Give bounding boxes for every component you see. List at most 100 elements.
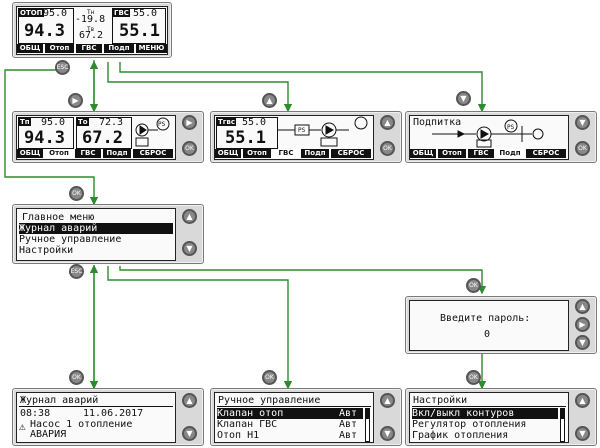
tv-value: 67.2	[79, 30, 104, 41]
password-panel: Введите пароль: 0 ▲ ▶ ▼	[405, 296, 597, 354]
dhw-tab-obsh[interactable]: ОБЩ	[215, 149, 241, 158]
tgvs-value: 55.1	[225, 128, 266, 148]
password-nav-down[interactable]: ▼	[575, 335, 590, 350]
esc-button-menu[interactable]: ESC	[69, 264, 84, 279]
menu-item-manual-control[interactable]: Ручное управление	[19, 234, 122, 245]
ok-button-settings[interactable]: OK	[466, 370, 481, 385]
dhw-nav-up[interactable]: ▲	[380, 115, 395, 130]
makeup-tab-reset[interactable]: СБРОС	[526, 149, 566, 158]
main-tab-gvs[interactable]: ГВС	[76, 44, 102, 53]
menu-nav-down[interactable]: ▼	[182, 241, 197, 256]
tp-label: Тп	[19, 118, 31, 126]
makeup-tab-obsh[interactable]: ОБЩ	[410, 149, 436, 158]
heating-nav-right[interactable]: ▶	[182, 115, 197, 130]
makeup-screen-panel: Подпитка PS ОБЩ Отоп ГВС Подп СБРОС ▼ OK	[405, 111, 597, 163]
main-menu-title: Главное меню	[22, 212, 95, 223]
main-tab-podp[interactable]: Подп	[104, 44, 134, 53]
tgvs-setpoint: 55.0	[242, 117, 267, 128]
makeup-diagram	[432, 119, 544, 148]
manual-row-mode[interactable]: Авт	[339, 419, 358, 430]
tgvs-box: Тгвс 55.0 55.1	[216, 117, 278, 149]
ok-button-alarm[interactable]: OK	[69, 370, 84, 385]
dhw-tab-reset[interactable]: СБРОС	[331, 149, 371, 158]
makeup-tab-gvs[interactable]: ГВС	[468, 149, 494, 158]
to-setpoint: 72.3	[99, 117, 124, 128]
heating-tab-otop[interactable]: Отоп	[45, 149, 73, 158]
heating-tab-gvs[interactable]: ГВС	[75, 149, 101, 158]
ok-button-manual[interactable]: OK	[262, 370, 277, 385]
to-box: То 72.3 67.2	[76, 117, 132, 149]
main-tab-menu[interactable]: МЕНЮ	[136, 44, 167, 53]
esc-button-main[interactable]: ESC	[55, 60, 70, 75]
settings-item[interactable]: График отопления	[412, 430, 509, 441]
main-otop-box: ОТОП 95.0 94.3	[18, 8, 74, 44]
alarm-nav-down[interactable]: ▼	[182, 426, 197, 441]
settings-nav-down[interactable]: ▼	[575, 426, 590, 441]
settings-item[interactable]: Регулятор отопления	[412, 419, 527, 430]
heating-tab-podp[interactable]: Подп	[103, 149, 131, 158]
heating-ps-label: PS	[158, 121, 166, 128]
heating-tab-reset[interactable]: СБРОС	[133, 149, 173, 158]
main-menu-lcd: Главное меню Журнал аварий Ручное управл…	[16, 208, 176, 261]
ok-button-menu[interactable]: OK	[69, 186, 84, 201]
gvs-setpoint: 55.0	[133, 8, 158, 19]
up-button-dhw[interactable]: ▲	[262, 93, 277, 108]
main-tab-otop[interactable]: Отоп	[45, 44, 74, 53]
settings-title-underline	[412, 406, 566, 407]
manual-title: Ручное управление	[218, 395, 321, 406]
gvs-value: 55.1	[119, 21, 160, 41]
manual-panel: Ручное управление Клапан отоп Авт Клапан…	[210, 388, 402, 446]
warning-icon: ⚠	[19, 420, 26, 433]
tp-value: 94.3	[24, 128, 65, 148]
tv-label: Тв	[87, 26, 95, 33]
heating-tab-obsh[interactable]: ОБЩ	[17, 149, 43, 158]
manual-nav-down[interactable]: ▼	[380, 426, 395, 441]
alarm-log-title: Журнал аварий	[20, 395, 99, 406]
tp-setpoint: 95.0	[41, 117, 66, 128]
manual-row-name[interactable]: Отоп Н1	[217, 430, 260, 441]
alarm-event: Насос 1 отопление	[30, 419, 133, 430]
password-nav-right[interactable]: ▶	[575, 317, 590, 332]
settings-nav-up[interactable]: ▲	[575, 393, 590, 408]
settings-item[interactable]: Вкл/выкл контуров	[412, 408, 558, 419]
dhw-ok-button[interactable]: OK	[380, 141, 395, 156]
makeup-nav-down[interactable]: ▼	[575, 115, 590, 130]
manual-nav-up[interactable]: ▲	[380, 393, 395, 408]
makeup-tab-podp[interactable]: Подп	[496, 149, 524, 158]
makeup-tab-otop[interactable]: Отоп	[438, 149, 466, 158]
makeup-ok-button[interactable]: OK	[575, 141, 590, 156]
heating-ok-button[interactable]: OK	[182, 141, 197, 156]
dhw-diagram	[277, 116, 368, 147]
down-button-makeup[interactable]: ▼	[456, 91, 471, 106]
manual-row-name[interactable]: Клапан ГВС	[217, 419, 278, 430]
menu-item-alarm-log[interactable]: Журнал аварий	[19, 223, 173, 234]
alarm-status: АВАРИЯ	[30, 429, 67, 440]
right-button-heating[interactable]: ▶	[68, 93, 83, 108]
main-lcd: ОТОП 95.0 94.3 Тн -19.8 Тв 67.2 ГВС 55.0…	[16, 6, 168, 55]
password-value[interactable]: 0	[484, 329, 491, 340]
manual-lcd: Ручное управление Клапан отоп Авт Клапан…	[214, 392, 374, 443]
dhw-tab-gvs[interactable]: ГВС	[273, 149, 299, 158]
main-tab-obsh[interactable]: ОБЩ	[17, 44, 43, 53]
main-screen-panel: ОТОП 95.0 94.3 Тн -19.8 Тв 67.2 ГВС 55.0…	[12, 2, 172, 58]
otop-label: ОТОП	[19, 9, 44, 17]
manual-scrollbar[interactable]	[365, 408, 370, 442]
dhw-screen-panel: Тгвс 55.0 55.1 PS ОБЩ Отоп ГВС Подп СБРО…	[210, 111, 402, 163]
menu-nav-up[interactable]: ▲	[182, 209, 197, 224]
dhw-tab-otop[interactable]: Отоп	[243, 149, 271, 158]
manual-row-mode[interactable]: Авт	[339, 408, 358, 419]
dhw-lcd: Тгвс 55.0 55.1 PS ОБЩ Отоп ГВС Подп СБРО…	[214, 115, 374, 160]
manual-row-mode[interactable]: Авт	[339, 430, 358, 441]
alarm-log-panel: Журнал аварий 08:38 11.06.2017 ⚠ Насос 1…	[12, 388, 204, 446]
alarm-nav-up[interactable]: ▲	[182, 393, 197, 408]
otop-value: 94.3	[24, 21, 65, 41]
heating-lcd: Тп 95.0 94.3 То 72.3 67.2 PS ОБЩ Отоп ГВ…	[16, 115, 176, 160]
settings-scrollbar[interactable]	[560, 408, 565, 442]
ok-button-password[interactable]: OK	[466, 278, 481, 293]
manual-row-name[interactable]: Клапан отоп	[217, 408, 363, 419]
alarm-time: 08:38	[20, 408, 51, 419]
dhw-tab-podp[interactable]: Подп	[301, 149, 329, 158]
password-nav-up[interactable]: ▲	[575, 299, 590, 314]
menu-item-settings[interactable]: Настройки	[19, 245, 74, 256]
